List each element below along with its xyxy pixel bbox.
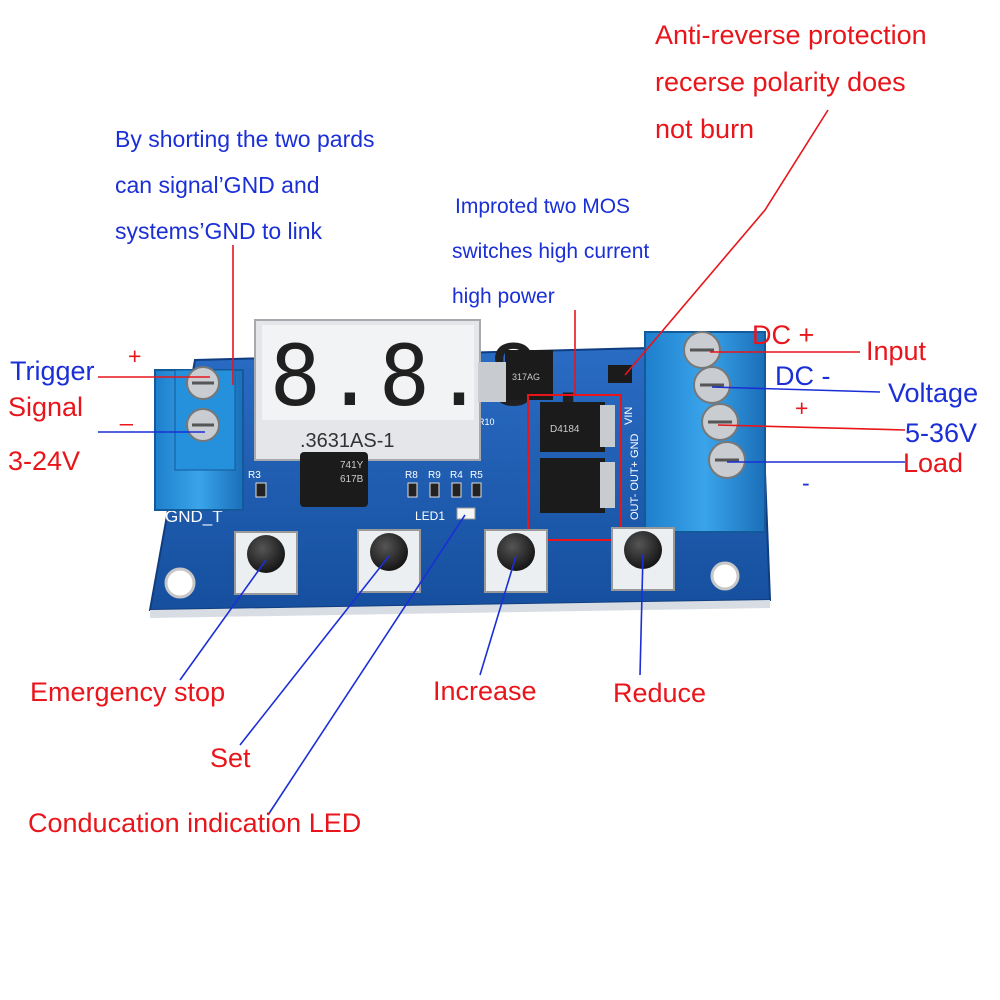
load-label: Load xyxy=(903,448,964,478)
load-minus-label: - xyxy=(802,470,810,496)
voltage-regulator: 317AG xyxy=(478,350,553,402)
shorting-line-2: can signal’GND and xyxy=(115,172,320,198)
protection-diode xyxy=(608,365,632,383)
mosfet-pair: D4184 xyxy=(527,394,622,541)
trigger-plus-label: + xyxy=(128,343,142,369)
led-indicator-label: Conducation indication LED xyxy=(28,808,362,838)
mos-line-3: high power xyxy=(452,285,555,308)
load-plus-label: + xyxy=(795,395,809,421)
silk-r9: R9 xyxy=(428,470,441,481)
shorting-line-1: By shorting the two pards xyxy=(115,126,375,152)
anti-reverse-line-2: recerse polarity does xyxy=(655,67,906,97)
dc-plus-label: DC + xyxy=(752,320,815,350)
reduce-label: Reduce xyxy=(613,678,707,708)
set-label: Set xyxy=(210,743,251,773)
ic-marking-bottom: 617B xyxy=(340,474,364,485)
mount-hole xyxy=(164,567,196,599)
mosfet-marking: D4184 xyxy=(550,424,580,435)
mos-line-1: Improted two MOS xyxy=(455,195,631,218)
silk-vin: VIN xyxy=(623,407,635,425)
button-emergency-stop[interactable] xyxy=(234,531,298,595)
ic-marking-top: 741Y xyxy=(340,460,364,471)
trigger-voltage-label: 3-24V xyxy=(8,446,81,476)
trigger-label: Trigger xyxy=(10,356,95,386)
dc-minus-label: DC - xyxy=(775,361,831,391)
resistor-array xyxy=(255,482,482,520)
display-part-code: .3631AS-1 xyxy=(300,430,395,452)
mos-line-2: switches high current xyxy=(452,240,650,263)
silk-led1: LED1 xyxy=(415,509,445,523)
signal-terminal-block xyxy=(154,366,244,511)
power-terminal-block xyxy=(644,331,766,533)
silk-r3: R3 xyxy=(248,470,261,481)
silk-gnd-t: GND_T xyxy=(165,507,223,526)
silk-out: OUT- OUT+ GND xyxy=(629,433,641,520)
load-voltage-label: 5-36V xyxy=(905,418,978,448)
input-label: Input xyxy=(866,336,927,366)
button-increase[interactable] xyxy=(484,529,548,593)
mount-hole xyxy=(710,561,740,591)
trigger-minus-label: _ xyxy=(120,400,133,426)
signal-label: Signal xyxy=(8,392,84,422)
silk-r8: R8 xyxy=(405,470,418,481)
silk-r5: R5 xyxy=(470,470,483,481)
anti-reverse-line-1: Anti-reverse protection xyxy=(655,20,927,50)
leader-lines xyxy=(98,109,906,816)
silk-r4: R4 xyxy=(450,470,463,481)
increase-label: Increase xyxy=(433,676,537,706)
shorting-line-3: systems’GND to link xyxy=(115,218,323,244)
regulator-marking: 317AG xyxy=(512,372,540,382)
anti-reverse-line-3: not burn xyxy=(655,114,755,144)
voltage-label: Voltage xyxy=(888,378,979,408)
emergency-stop-label: Emergency stop xyxy=(30,677,226,707)
button-set[interactable] xyxy=(357,529,421,593)
silk-r10: R10 xyxy=(478,417,495,427)
optocoupler-ic: 741Y 617B xyxy=(300,452,368,507)
